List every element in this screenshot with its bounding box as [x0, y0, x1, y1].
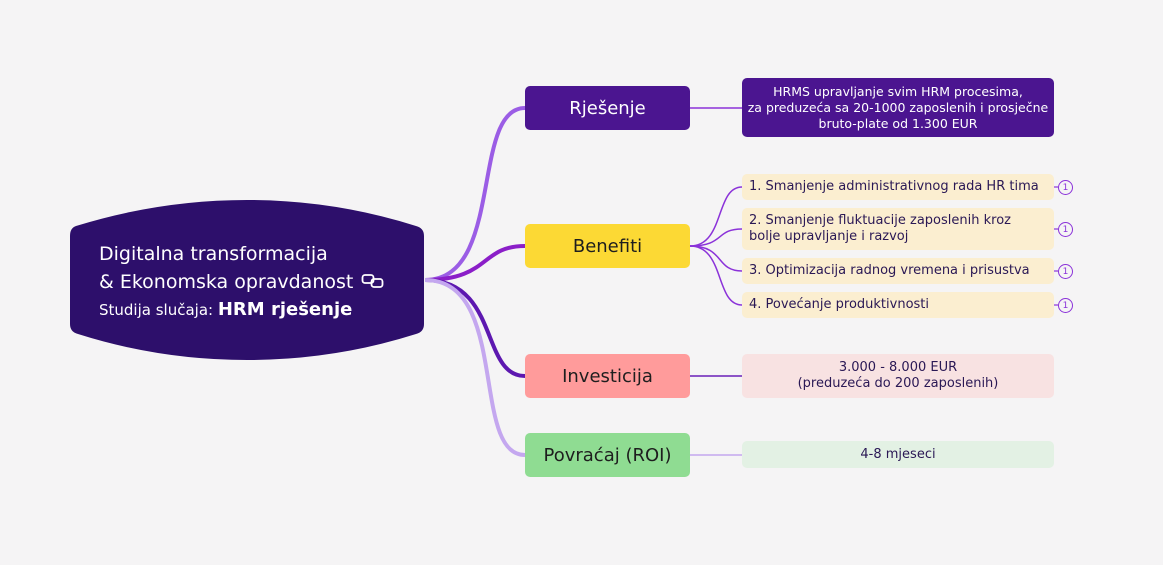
connector-benefit-4	[689, 245, 743, 306]
branch-roi-label: Povraćaj (ROI)	[543, 444, 672, 466]
benefit-2-count-badge[interactable]: 1	[1058, 222, 1073, 237]
investment-detail-line2: (preduzeća do 200 zaposlenih)	[797, 376, 999, 391]
root-subtitle-bold: HRM rješenje	[217, 298, 353, 320]
benefit-item-1-text: 1. Smanjenje administrativnog rada HR ti…	[749, 179, 1039, 194]
branch-benefits[interactable]: Benefiti	[525, 224, 690, 268]
solution-detail-line1: HRMS upravljanje svim HRM procesima,	[773, 83, 1023, 99]
roi-detail[interactable]: 4-8 mjeseci	[742, 441, 1054, 468]
connector-root-solution	[424, 106, 526, 282]
solution-detail[interactable]: HRMS upravljanje svim HRM procesima, za …	[742, 78, 1054, 137]
solution-detail-line3: bruto-plate od 1.300 EUR	[818, 115, 978, 131]
connector-root-benefits	[424, 244, 526, 282]
branch-solution[interactable]: Rješenje	[525, 86, 690, 130]
solution-detail-line2: za preduzeća sa 20-1000 zaposlenih i pro…	[747, 99, 1049, 115]
link-icon[interactable]	[361, 269, 385, 297]
benefit-1-count-badge[interactable]: 1	[1058, 180, 1073, 195]
root-title-line2: & Ekonomska opravdanost	[99, 271, 354, 293]
branch-roi[interactable]: Povraćaj (ROI)	[525, 433, 690, 477]
root-node[interactable]: Digitalna transformacija & Ekonomska opr…	[99, 240, 385, 323]
benefit-item-4-text: 4. Povećanje produktivnosti	[749, 297, 930, 312]
investment-detail-line1: 3.000 - 8.000 EUR	[838, 360, 958, 375]
benefit-item-2-text: 2. Smanjenje fluktuacije zaposlenih kroz…	[749, 213, 1011, 244]
branch-investment[interactable]: Investicija	[525, 354, 690, 398]
benefit-item-4[interactable]: 4. Povećanje produktivnosti	[742, 292, 1054, 318]
benefit-item-3[interactable]: 3. Optimizacija radnog vremena i prisust…	[742, 258, 1054, 284]
connector-root-roi	[424, 278, 526, 457]
benefit-3-count-badge[interactable]: 1	[1058, 264, 1073, 279]
investment-detail[interactable]: 3.000 - 8.000 EUR (preduzeća do 200 zapo…	[742, 354, 1054, 398]
benefit-item-1[interactable]: 1. Smanjenje administrativnog rada HR ti…	[742, 174, 1054, 200]
branch-solution-label: Rješenje	[569, 97, 646, 119]
root-title-line1: Digitalna transformacija	[99, 243, 328, 265]
benefit-item-3-text: 3. Optimizacija radnog vremena i prisust…	[749, 263, 1030, 278]
connector-benefit-1	[689, 186, 743, 247]
connector-benefit-2	[689, 228, 743, 247]
branch-benefits-label: Benefiti	[572, 235, 643, 257]
benefit-4-count-badge[interactable]: 1	[1058, 298, 1073, 313]
benefit-item-2[interactable]: 2. Smanjenje fluktuacije zaposlenih kroz…	[742, 208, 1054, 250]
connector-benefit-3	[689, 245, 743, 272]
roi-detail-text: 4-8 mjeseci	[860, 446, 936, 462]
branch-investment-label: Investicija	[562, 365, 653, 387]
root-subtitle-prefix: Studija slučaja:	[99, 300, 214, 319]
